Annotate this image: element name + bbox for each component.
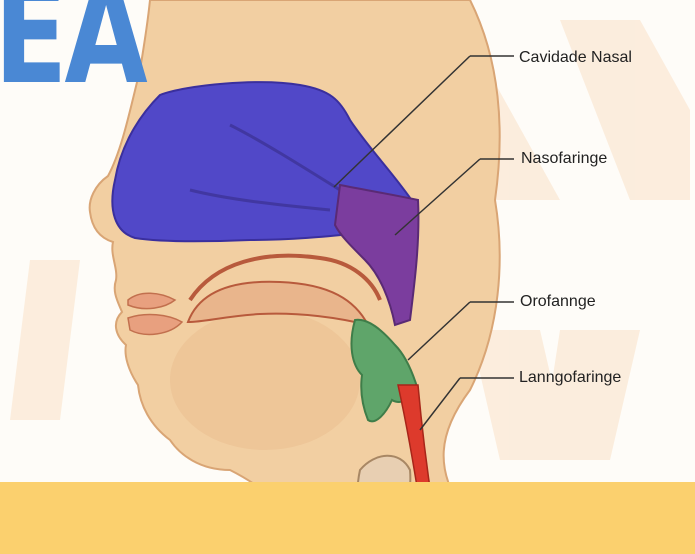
label-nasopharynx: Nasofaringe <box>521 150 607 168</box>
cheek-shading <box>170 310 360 450</box>
label-laryngopharynx: Lanngofaringe <box>519 369 621 387</box>
title-fragment: EA <box>0 0 145 104</box>
bottom-band <box>0 482 695 554</box>
label-oropharynx: Orofannge <box>520 293 596 311</box>
face-skin <box>90 0 500 554</box>
label-nasal-cavity: Cavidade Nasal <box>519 49 632 67</box>
